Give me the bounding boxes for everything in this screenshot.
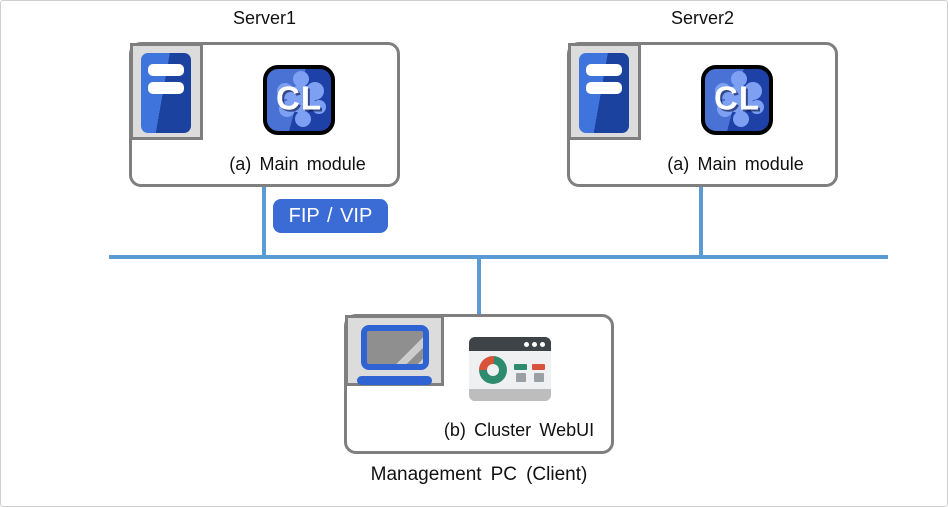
- cluster-logo-icon: CL: [263, 65, 335, 135]
- server1-network-link: [262, 187, 266, 259]
- laptop-base: [357, 376, 432, 385]
- laptop-screen: [361, 325, 429, 370]
- browser-content: [469, 351, 551, 389]
- red-widget-bar: [532, 364, 545, 370]
- server1-title: Server1: [232, 8, 297, 28]
- browser-titlebar: [469, 337, 551, 351]
- management-pc-box: (b) Cluster WebUI: [344, 314, 614, 454]
- server2-box: CL (a) Main module: [567, 42, 838, 187]
- donut-chart-icon: [479, 356, 507, 384]
- server-tower-body: [579, 53, 629, 133]
- server2-module-label: (a) Main module: [667, 154, 804, 174]
- widget-square: [534, 373, 544, 382]
- server1-box: CL (a) Main module: [129, 42, 400, 187]
- server1-module-label: (a) Main module: [229, 154, 366, 174]
- laptop-icon: [345, 315, 444, 386]
- cl-blob-shape: [715, 71, 764, 127]
- management-pc-caption: Management PC (Client): [370, 464, 588, 485]
- browser-dashboard-icon: [469, 337, 551, 401]
- management-pc-network-link: [477, 259, 481, 314]
- cl-logo-text: CL: [714, 79, 760, 117]
- server2-title: Server2: [670, 8, 735, 28]
- network-backbone-line: [109, 255, 888, 259]
- cluster-logo-icon: CL: [701, 65, 773, 135]
- widget-square: [516, 373, 526, 382]
- server-tower-icon: [130, 43, 203, 140]
- fip-vip-badge: FIP / VIP: [273, 199, 388, 233]
- cl-logo-text: CL: [276, 79, 322, 117]
- teal-widget-bar: [514, 364, 527, 370]
- server-tower-body: [141, 53, 191, 133]
- cl-blob-shape: [277, 71, 326, 127]
- server-tower-icon: [568, 43, 641, 140]
- server2-network-link: [699, 187, 703, 259]
- cluster-webui-label: (b) Cluster WebUI: [443, 420, 595, 440]
